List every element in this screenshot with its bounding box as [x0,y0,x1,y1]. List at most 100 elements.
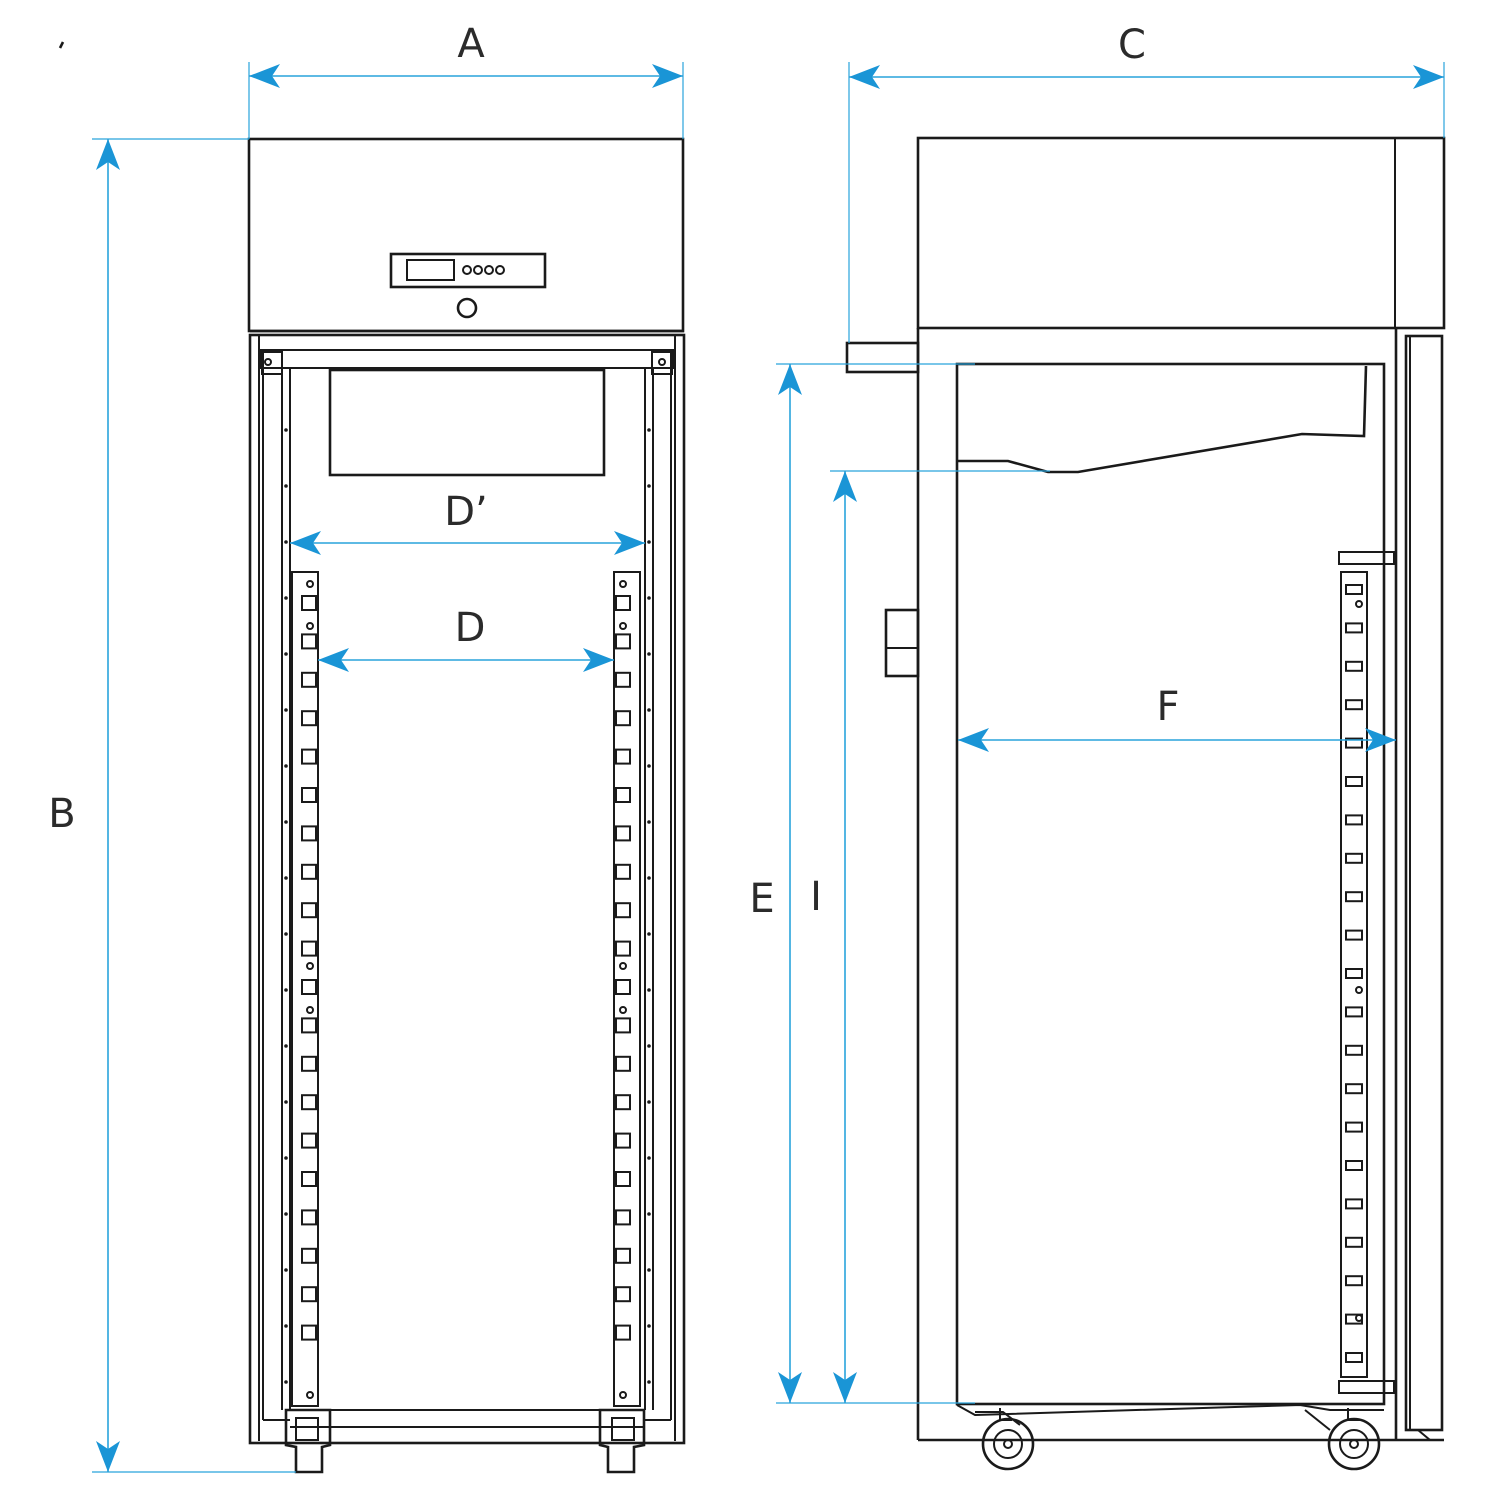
post-dot [647,820,651,824]
side-rack-slot [1345,1236,1363,1248]
control-display [406,259,455,281]
front-rack-slot-left [301,633,317,650]
rack-pin [1355,986,1363,994]
front-rack-slot-right [615,1094,631,1111]
front-caster-right [598,1408,646,1474]
front-rack-slot-right [615,1017,631,1034]
post-dot [284,988,288,992]
front-top-housing [247,137,685,333]
side-rack [1340,571,1368,1378]
front-post-dots [284,428,651,1384]
label-A: A [457,21,485,67]
post-dot [647,1268,651,1272]
label-B: B [48,791,75,837]
side-rack-slot [1345,891,1363,903]
post-dot [647,932,651,936]
post-dot [647,652,651,656]
side-rack-bracket-bottom [1338,1380,1395,1394]
front-rack-left [291,571,319,1407]
post-dot [647,428,651,432]
front-rack-slots [301,580,631,1399]
rack-pin [1355,1314,1363,1322]
front-rack-slot-left [301,1171,317,1187]
post-dot [284,1268,288,1272]
stray-mark [58,41,65,49]
label-C: C [1118,22,1146,68]
side-rack-slot [1345,852,1363,864]
side-rack-bracket-top [1338,551,1395,565]
post-dot [284,1044,288,1048]
lock-icon [456,297,478,319]
post-dot [647,1044,651,1048]
rack-pin [1355,600,1363,608]
label-E: E [749,876,774,922]
front-rack-slot-right [615,748,631,765]
front-rack-slot-right [615,710,631,727]
label-F: F [1156,684,1179,730]
side-door [1404,334,1444,1432]
rack-pin [619,962,627,970]
front-rack-slot-right [615,1171,631,1187]
post-dot [647,1212,651,1216]
side-view [845,136,1446,1471]
post-dot [647,708,651,712]
post-dot [647,484,651,488]
side-rack-slot [1345,1198,1363,1210]
front-top-rail [260,349,674,369]
rack-pin [619,622,627,630]
post-dot [284,1380,288,1384]
control-button-1 [462,265,472,275]
side-rack-slot [1345,814,1363,826]
front-cabinet-body [248,333,686,1445]
side-rack-slot [1345,660,1363,672]
post-dot [284,708,288,712]
front-rack-slot-left [301,671,317,688]
post-dot [284,1324,288,1328]
rack-pin [306,622,314,630]
front-rack-slot-right [615,1209,631,1226]
front-rack-slot-right [615,1055,631,1072]
front-rack-slot-left [301,748,317,765]
rack-pin [306,1006,314,1014]
front-rack-slot-left [301,1247,317,1264]
side-evaporator [958,365,1368,474]
front-caster-left [284,1408,332,1474]
side-caster-left [975,1408,1035,1471]
front-rack-slot-right [615,902,631,919]
label-I: I [810,874,822,920]
label-D-prime: D’ [444,489,488,535]
front-rack-slot-left [301,940,317,957]
post-dot [284,1156,288,1160]
post-dot [284,820,288,824]
front-rack-slot-right [615,1286,631,1303]
side-rack-slot [1345,968,1363,979]
front-rack-slot-right [615,1132,631,1149]
label-D: D [455,605,486,651]
front-rack-slot-right [615,1247,631,1264]
post-dot [647,1100,651,1104]
front-rack-slot-right [615,595,631,611]
front-rack-slot-left [301,1094,317,1111]
post-dot [647,988,651,992]
side-rack-slot [1345,1275,1363,1287]
front-rack-slot-left [301,1324,317,1341]
front-view [247,137,686,1474]
front-rack-slot-right [615,825,631,842]
side-rack-slots [1345,584,1363,1363]
side-rack-slot [1345,1083,1363,1095]
post-dot [284,876,288,880]
side-rack-slot [1345,1006,1363,1018]
front-rack-slot-left [301,595,317,611]
post-dot [284,932,288,936]
control-panel [389,252,547,289]
post-dot [647,764,651,768]
post-dot [284,428,288,432]
front-rack-slot-right [615,863,631,880]
control-button-3 [484,265,494,275]
rack-pin [306,580,314,588]
front-rack-slot-right [615,633,631,650]
control-button-2 [473,265,483,275]
side-rack-slot [1345,1121,1363,1133]
dimension-labels: A B C D’ D E I F [48,21,1179,922]
